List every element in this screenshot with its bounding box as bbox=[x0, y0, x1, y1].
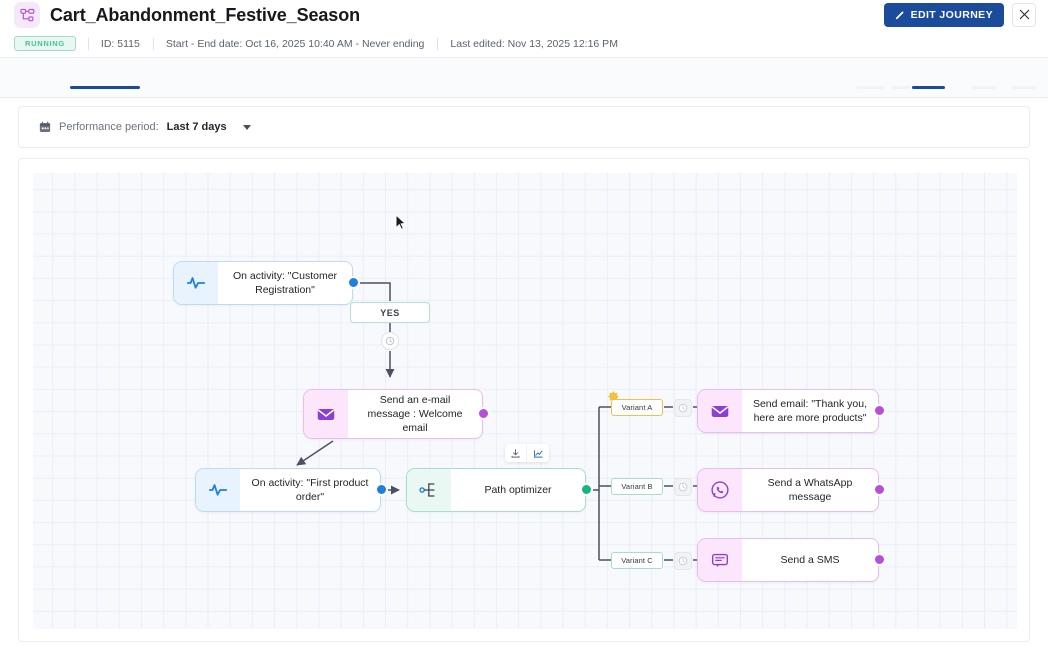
node-output-port[interactable] bbox=[873, 553, 886, 566]
node-path-optimizer[interactable]: Path optimizer bbox=[406, 468, 586, 512]
journey-meta-bar: RUNNING ID: 5115 Start - End date: Oct 1… bbox=[0, 30, 1048, 58]
tab-indicator-5[interactable] bbox=[1012, 86, 1036, 89]
sms-bubble-icon bbox=[698, 539, 742, 581]
status-badge: RUNNING bbox=[14, 36, 76, 51]
node-label: Send a SMS bbox=[742, 538, 879, 582]
edit-journey-label: EDIT JOURNEY bbox=[910, 9, 993, 21]
tab-indicator-1[interactable] bbox=[856, 86, 884, 89]
node-trigger-customer-registration[interactable]: On activity: "Customer Registration" bbox=[173, 261, 353, 305]
path-split-icon bbox=[407, 469, 451, 511]
performance-period-selector[interactable]: Performance period: Last 7 days bbox=[39, 121, 251, 133]
edit-journey-button[interactable]: EDIT JOURNEY bbox=[883, 3, 1004, 27]
close-icon bbox=[1019, 8, 1030, 23]
node-sms-message[interactable]: Send a SMS bbox=[697, 538, 879, 582]
node-whatsapp-message[interactable]: Send a WhatsApp message bbox=[697, 468, 879, 512]
wait-clock-icon[interactable] bbox=[674, 478, 692, 496]
pencil-icon bbox=[895, 10, 905, 20]
node-label: Send email: "Thank you, here are more pr… bbox=[742, 389, 879, 433]
tabs-bar bbox=[0, 58, 1048, 98]
node-label: Path optimizer bbox=[451, 468, 586, 512]
envelope-icon bbox=[698, 390, 742, 432]
node-email-thank-you[interactable]: Send email: "Thank you, here are more pr… bbox=[697, 389, 879, 433]
optimizer-mini-toolbar bbox=[505, 444, 549, 462]
analytics-chart-icon bbox=[533, 448, 544, 459]
wait-clock-icon[interactable] bbox=[674, 552, 692, 570]
journey-nodes-icon bbox=[14, 2, 40, 28]
whatsapp-icon bbox=[698, 469, 742, 511]
journey-canvas[interactable]: On activity: "Customer Registration" YES bbox=[33, 173, 1017, 629]
tab-indicator-2[interactable] bbox=[892, 86, 910, 89]
wait-clock-icon[interactable] bbox=[674, 399, 692, 417]
node-label: On activity: "Customer Registration" bbox=[218, 261, 353, 305]
tab-indicator-4[interactable] bbox=[972, 86, 996, 89]
performance-period-value: Last 7 days bbox=[166, 121, 227, 133]
node-output-port[interactable] bbox=[873, 404, 886, 417]
variant-label-b[interactable]: Variant B bbox=[611, 478, 663, 495]
node-output-port[interactable] bbox=[477, 407, 490, 420]
journey-dates: Start - End date: Oct 16, 2025 10:40 AM … bbox=[153, 38, 438, 50]
variant-label-c[interactable]: Variant C bbox=[611, 552, 663, 569]
variant-label-a[interactable]: Variant A bbox=[611, 399, 663, 416]
title-group: Cart_Abandonment_Festive_Season bbox=[14, 2, 360, 28]
node-email-welcome[interactable]: Send an e-mail message : Welcome email bbox=[303, 389, 483, 439]
optimizer-output-port[interactable] bbox=[580, 483, 593, 496]
activity-pulse-icon bbox=[196, 469, 240, 511]
journey-canvas-card: On activity: "Customer Registration" YES bbox=[18, 158, 1030, 642]
node-output-port[interactable] bbox=[375, 483, 388, 496]
performance-period-card: Performance period: Last 7 days bbox=[18, 106, 1030, 148]
envelope-icon bbox=[304, 390, 348, 438]
performance-period-label: Performance period: bbox=[59, 121, 159, 133]
node-output-port[interactable] bbox=[873, 483, 886, 496]
node-label: Send a WhatsApp message bbox=[742, 468, 879, 512]
page-title: Cart_Abandonment_Festive_Season bbox=[50, 4, 360, 25]
journey-id: ID: 5115 bbox=[88, 38, 153, 50]
node-output-port[interactable] bbox=[347, 276, 360, 289]
branch-label-yes[interactable]: YES bbox=[350, 302, 430, 323]
close-button[interactable] bbox=[1012, 3, 1036, 27]
header-actions: EDIT JOURNEY bbox=[883, 3, 1036, 27]
journey-last-edited: Last edited: Nov 13, 2025 12:16 PM bbox=[437, 38, 631, 50]
analytics-button[interactable] bbox=[527, 444, 549, 462]
activity-pulse-icon bbox=[174, 262, 218, 304]
page-header: Cart_Abandonment_Festive_Season EDIT JOU… bbox=[0, 0, 1048, 30]
node-label: Send an e-mail message : Welcome email bbox=[348, 389, 483, 439]
calendar-icon bbox=[39, 121, 51, 133]
wait-clock-icon[interactable] bbox=[381, 332, 399, 350]
chevron-down-icon[interactable] bbox=[242, 124, 251, 130]
tab-indicator-active[interactable] bbox=[70, 86, 140, 89]
download-button[interactable] bbox=[505, 444, 527, 462]
node-trigger-first-product-order[interactable]: On activity: "First product order" bbox=[195, 468, 381, 512]
download-icon bbox=[510, 448, 521, 459]
tab-indicator-3[interactable] bbox=[912, 86, 945, 89]
node-label: On activity: "First product order" bbox=[240, 468, 381, 512]
